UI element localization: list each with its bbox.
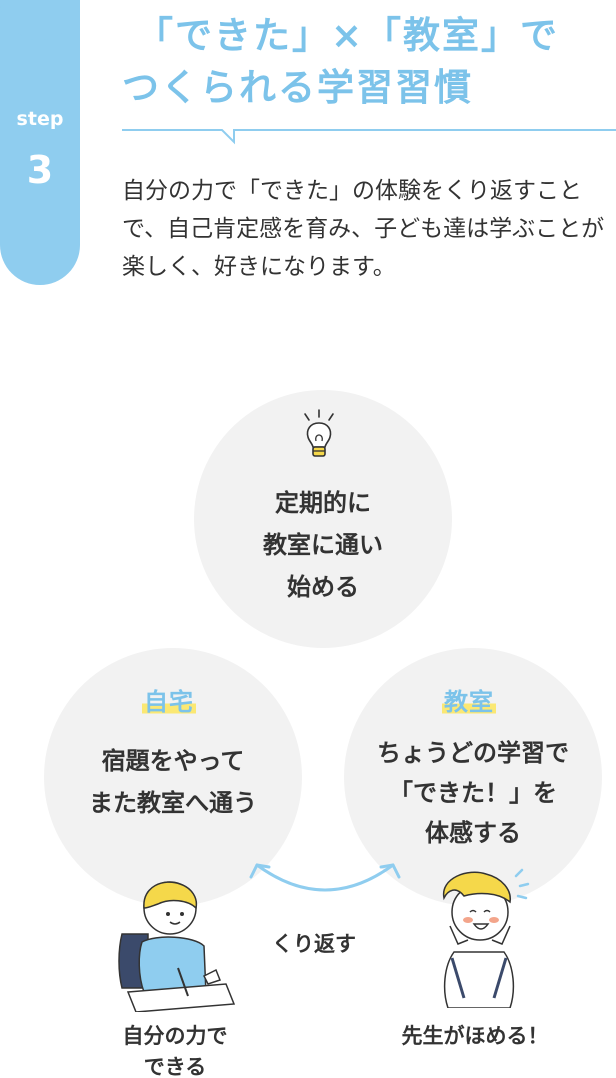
step-badge: step 3 [0, 0, 80, 285]
title-line-1: 「できた」×「教室」で [136, 14, 560, 57]
classroom-line-1: ちょうどの学習で [377, 739, 569, 767]
left-caption-line-2: できる [143, 1055, 207, 1078]
repeat-label: くり返す [272, 932, 356, 956]
description-text: 自分の力で「できた」の体験をくり返すことで、自己肯定感を育み、子ども達は学ぶこと… [122, 178, 605, 280]
classroom-line-3: 体感する [425, 819, 521, 847]
speech-divider [122, 129, 616, 145]
classroom-line-2: 「できた！」を [389, 779, 557, 807]
classroom-title: 教室 [442, 682, 496, 717]
left-caption: 自分の力で できる [100, 1021, 250, 1078]
home-title: 自宅 [142, 682, 196, 717]
step-label: step [16, 108, 64, 130]
start-line-2: 教室に通い [263, 531, 383, 559]
cycle-start-text: 定期的に 教室に通い 始める [194, 482, 452, 608]
left-caption-line-1: 自分の力で [122, 1024, 228, 1048]
title-line-2: つくられる学習習慣 [122, 66, 473, 109]
cycle-arrow-icon [249, 863, 401, 892]
step-number: 3 [26, 148, 54, 192]
classroom-text: ちょうどの学習で 「できた！」を 体感する [344, 733, 602, 853]
start-line-3: 始める [287, 573, 359, 601]
start-line-1: 定期的に [275, 489, 371, 517]
home-text: 宿題をやって また教室へ通う [44, 740, 302, 824]
lightbulb-icon [304, 409, 334, 457]
right-caption: 先生がほめる！ [401, 1024, 549, 1048]
page-title: 「できた」×「教室」で つくられる学習習慣 [122, 10, 616, 114]
home-line-1: 宿題をやって [101, 747, 245, 775]
studying-child-illustration [118, 881, 236, 1012]
praised-child-illustration [443, 868, 530, 1008]
home-line-2: また教室へ通う [89, 789, 257, 817]
